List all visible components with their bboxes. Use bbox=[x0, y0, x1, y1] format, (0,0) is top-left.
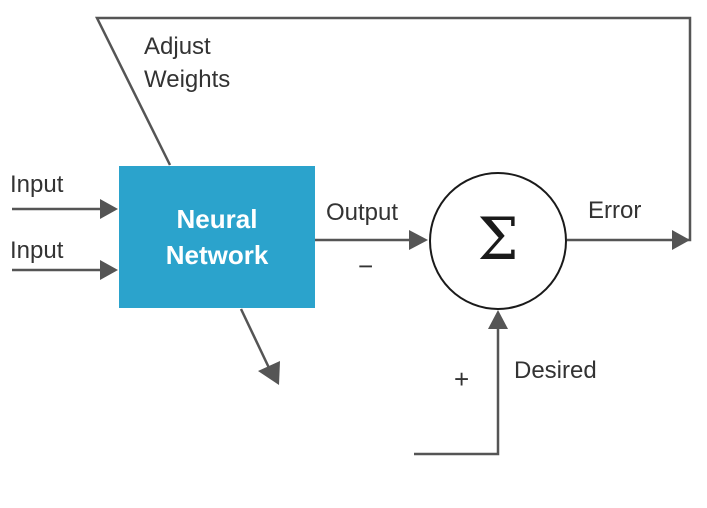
plus-sign: + bbox=[454, 364, 470, 394]
desired-label: Desired bbox=[514, 357, 597, 384]
adjust-text: Adjust bbox=[144, 33, 211, 60]
weights-text: Weights bbox=[144, 66, 231, 93]
minus-sign: − bbox=[358, 251, 374, 281]
input-label-1: Input bbox=[10, 171, 64, 198]
error-arrowhead bbox=[672, 230, 690, 250]
adjust-weights-label: Adjust Weights bbox=[144, 32, 230, 95]
neural-text: Neural bbox=[176, 204, 258, 234]
sigma-icon: Σ bbox=[477, 205, 519, 273]
neural-network-box: Neural Network bbox=[119, 166, 315, 308]
desired-arrowhead bbox=[488, 310, 508, 329]
error-label: Error bbox=[588, 197, 642, 224]
summing-junction: Σ bbox=[429, 172, 567, 310]
side-output-arrow bbox=[239, 308, 272, 371]
desired-line bbox=[414, 327, 500, 456]
network-text: Network bbox=[165, 240, 269, 270]
feedback-loop-line bbox=[94, 16, 692, 242]
output-label: Output bbox=[326, 199, 399, 226]
input-label-2: Input bbox=[10, 237, 64, 264]
